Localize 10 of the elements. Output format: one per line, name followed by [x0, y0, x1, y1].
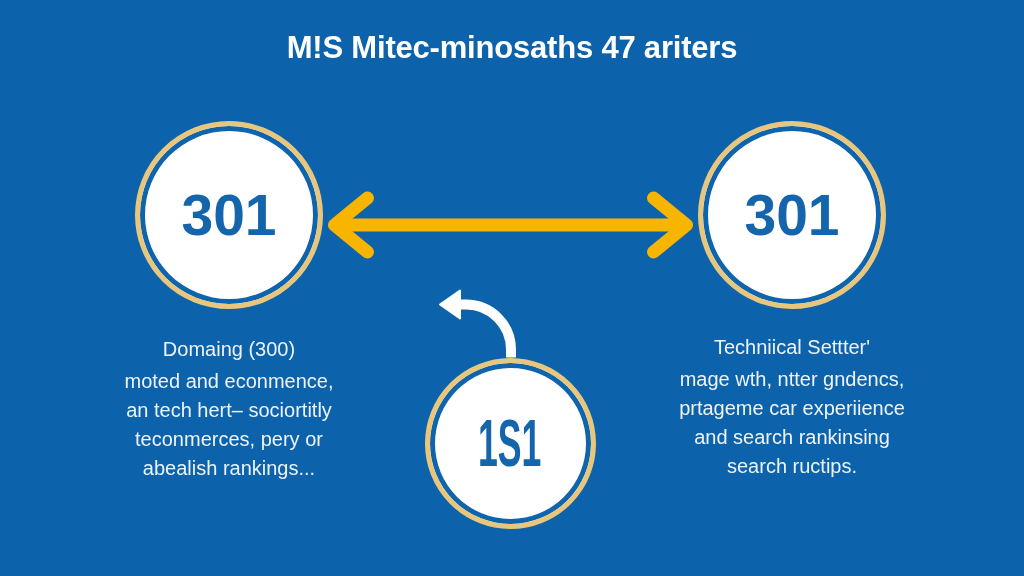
- curved-arrow: [439, 289, 516, 358]
- description-text: mage wth, ntter gndencs, prtageme car experiience and search rankinsing search ructips.: [678, 367, 906, 479]
- code-number: 301: [181, 186, 277, 244]
- code-number: 1S1: [478, 410, 542, 476]
- double-headed-arrow: [327, 191, 694, 259]
- code-number: 301: [744, 186, 840, 244]
- section-heading: Domaing (300): [162, 337, 296, 362]
- description-text: moted and econmence, an tech hert– sociortitly teconmerces, pery or abealish rankings...: [123, 369, 335, 481]
- section-heading: Techniical Settter': [713, 335, 871, 360]
- title: M!S Mitec-minosaths 47 ariters: [286, 29, 738, 67]
